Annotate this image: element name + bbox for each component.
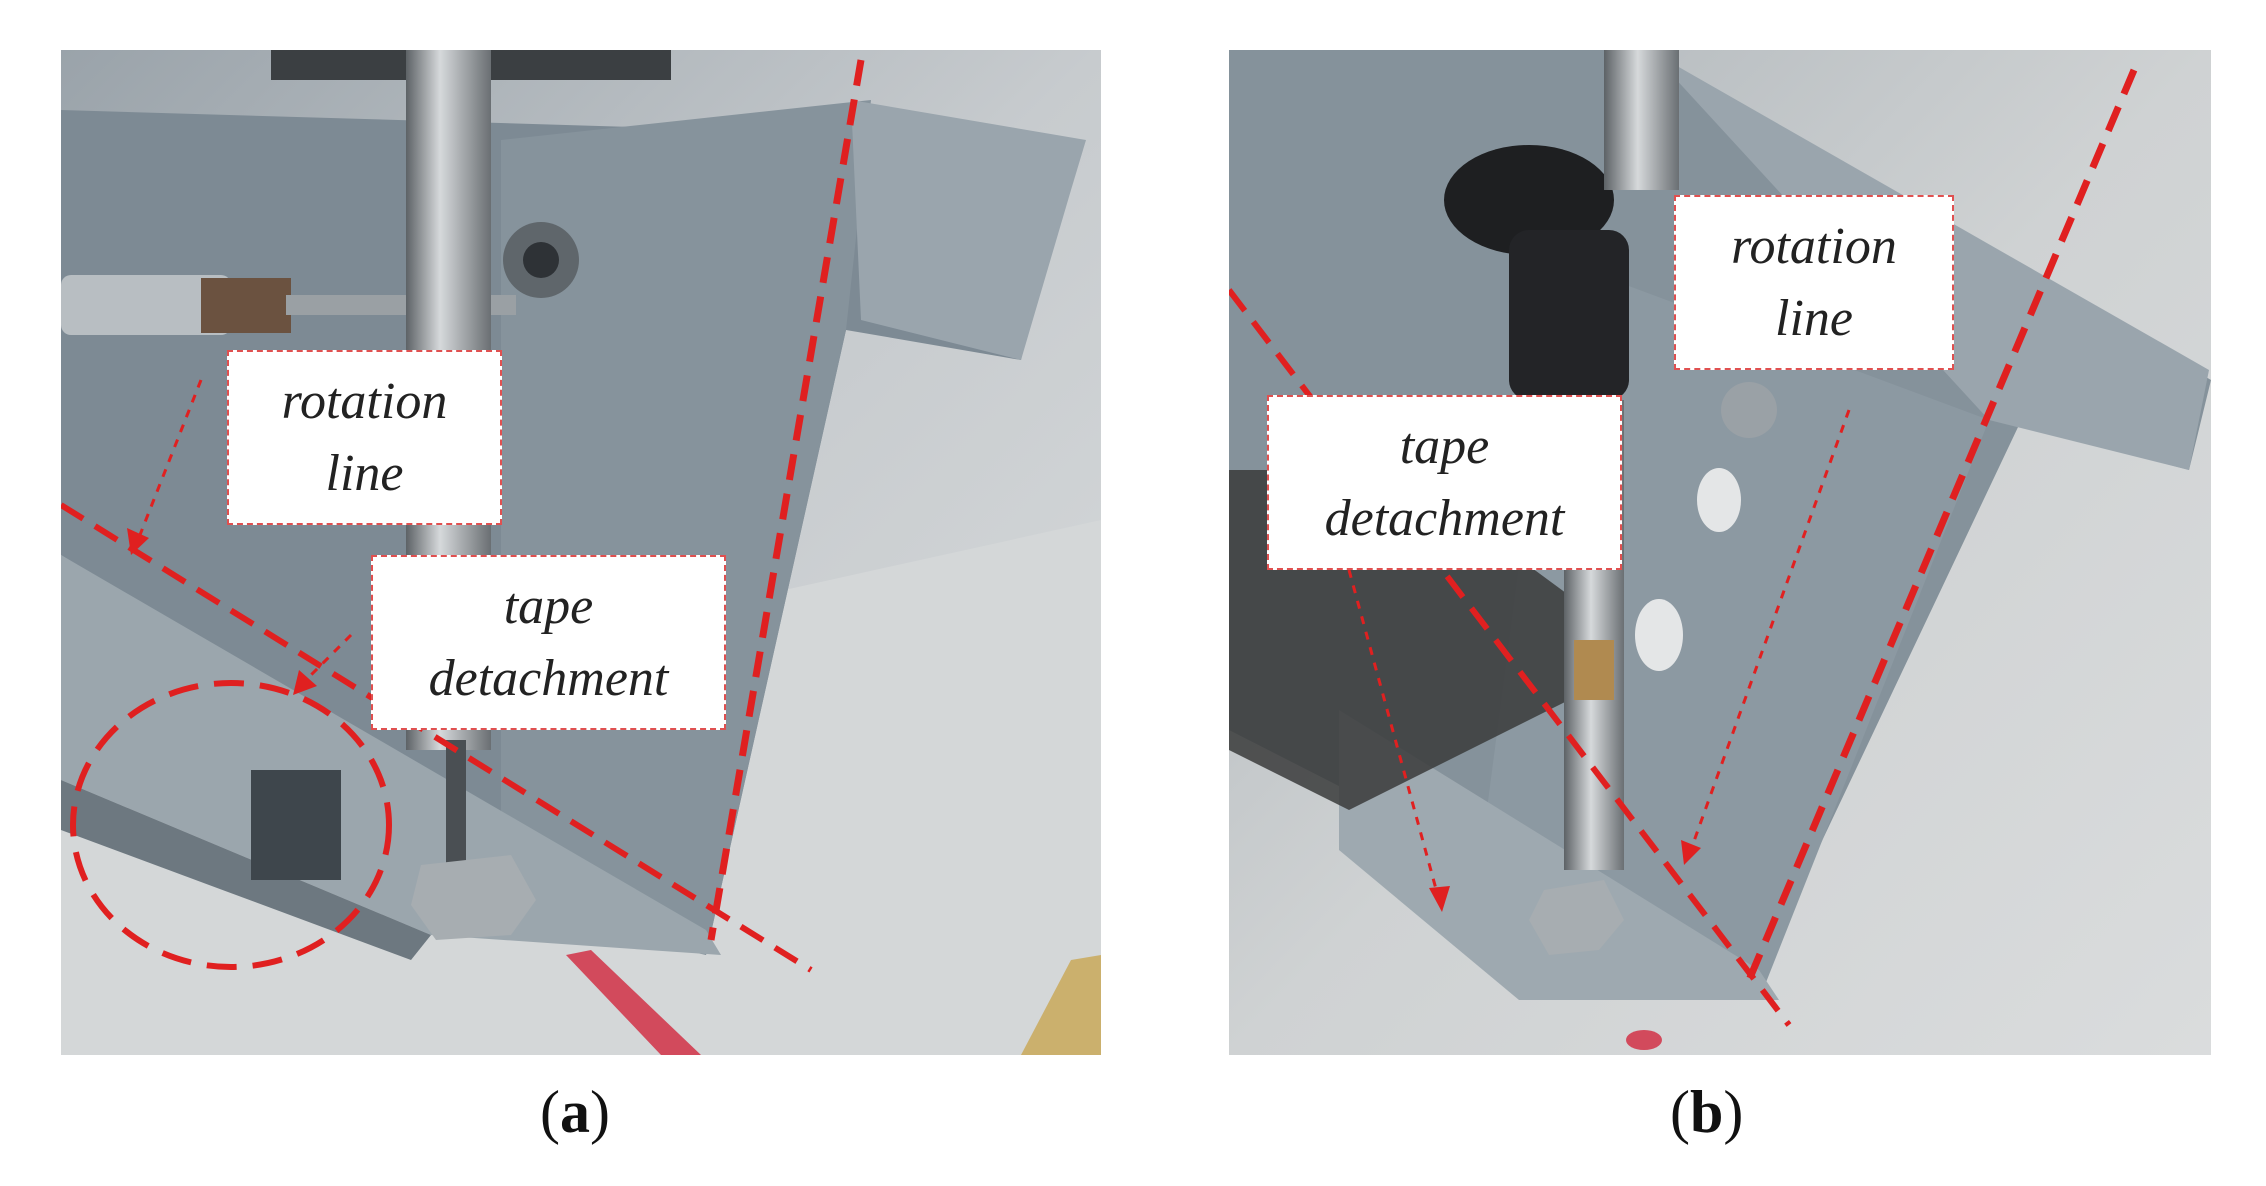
nut-bottom: [1529, 880, 1624, 955]
background-product-label: [1021, 955, 1101, 1055]
support-block: [251, 770, 341, 880]
rotation-line-label: rotation line: [1674, 195, 1954, 370]
tape-label-line1: tape: [1399, 417, 1490, 475]
photo-panel-a: rotation line tape detachment: [61, 50, 1101, 1055]
tape-label-line2: detachment: [1324, 489, 1565, 547]
metal-channel: [1339, 710, 1779, 1000]
tape-label-line2: detachment: [428, 649, 669, 707]
metal-top-flange: [851, 100, 1086, 360]
caption-a-letter: a: [559, 1079, 590, 1145]
rod-brass-ring: [1574, 640, 1614, 700]
hole-upper: [1697, 468, 1741, 532]
tape-pointer: [299, 633, 353, 687]
rotation-label-line2: line: [325, 444, 404, 502]
floor-marking: [1626, 1030, 1662, 1050]
caption-b-letter: b: [1689, 1079, 1724, 1145]
knob: [1444, 145, 1614, 255]
tape-detachment-label: tape detachment: [1267, 395, 1622, 570]
rod-tip: [446, 740, 466, 880]
fold-line-dashed: [1745, 68, 2138, 982]
photo-panel-b: rotation line tape detachment: [1229, 50, 2211, 1055]
detachment-circle: [70, 680, 392, 970]
floor-marking: [566, 950, 701, 1055]
rotation-pointer: [134, 379, 203, 546]
screwdriver-grip: [201, 278, 291, 333]
rotation-line-label: rotation line: [227, 350, 502, 525]
fold-line-dashed: [707, 59, 865, 941]
nut-side: [1721, 382, 1777, 438]
tape-label-line1: tape: [503, 577, 594, 635]
rotation-label-line1: rotation: [281, 372, 448, 430]
rotation-label-line2: line: [1775, 289, 1853, 347]
hole-lower: [1635, 599, 1683, 671]
tape-detachment-label: tape detachment: [371, 555, 726, 730]
rotation-line-dashed: [61, 502, 813, 973]
rotation-label-line1: rotation: [1731, 217, 1897, 275]
caption-a: (a): [540, 1079, 610, 1145]
metal-channel-edge: [61, 780, 431, 960]
metal-bracket-face: [501, 100, 871, 955]
caption-b: (b): [1670, 1079, 1744, 1145]
photo-a-illustration: [61, 50, 1101, 1055]
vertical-rod: [1604, 50, 1679, 190]
nut-bottom: [411, 855, 536, 940]
rotation-line-dashed: [1229, 288, 1792, 1027]
clamp-body: [1509, 230, 1629, 400]
screwdriver-handle: [61, 275, 231, 335]
metal-channel: [61, 555, 721, 955]
